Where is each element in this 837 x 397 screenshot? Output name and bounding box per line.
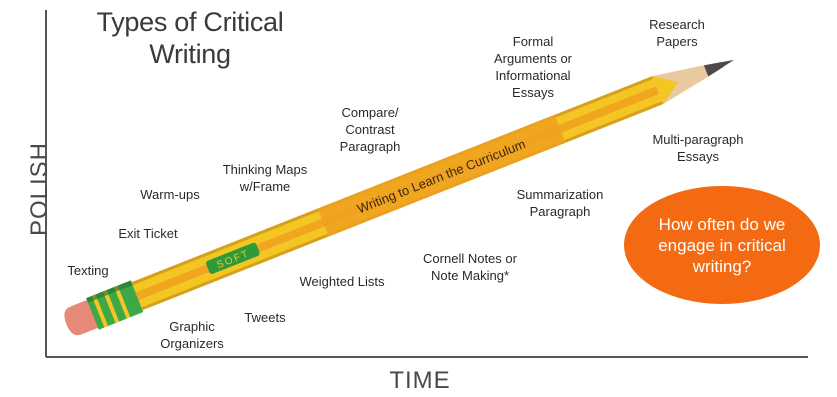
callout-bubble: How often do we engage in critical writi… (624, 186, 820, 304)
y-axis-label: POLISH (26, 141, 53, 237)
label-cornell-notes: Cornell Notes or Note Making* (423, 251, 517, 283)
label-summarization: Summarization Paragraph (516, 187, 604, 219)
label-warm-ups: Warm-ups (140, 187, 200, 202)
label-multi-paragraph: Multi-paragraph Essays (652, 132, 744, 164)
label-texting: Texting (67, 263, 109, 278)
label-exit-ticket: Exit Ticket (118, 226, 178, 241)
title-line-1: Types of Critical (96, 7, 284, 37)
label-compare-contrast: Compare/ Contrast Paragraph (339, 105, 401, 154)
label-thinking-maps: Thinking Maps w/Frame (222, 162, 308, 194)
x-axis-label: TIME (389, 367, 451, 394)
pencil-lead (703, 59, 735, 77)
title-line-2: Writing (149, 39, 231, 69)
label-research-papers: Research Papers (649, 17, 705, 49)
label-graphic-organizers: Graphic Organizers (160, 319, 224, 351)
diagram-title: Types of Critical Writing (70, 6, 310, 70)
pencil-band (317, 114, 566, 237)
callout-text: How often do we engage in critical writi… (658, 214, 786, 276)
pencil-icon: SOFT Writing to Learn the Curriculum (64, 59, 735, 336)
label-tweets: Tweets (244, 310, 286, 325)
pencil-brand-label (206, 242, 260, 274)
label-weighted-lists: Weighted Lists (299, 274, 385, 289)
label-formal-arguments: Formal Arguments or Informational Essays (493, 34, 573, 100)
